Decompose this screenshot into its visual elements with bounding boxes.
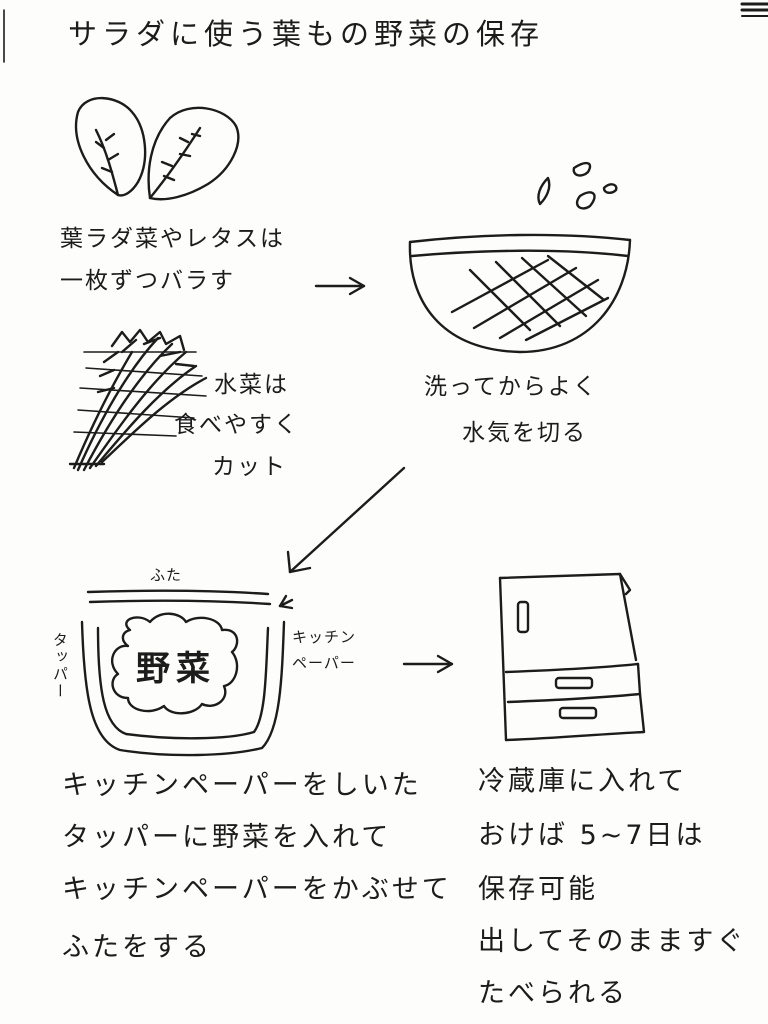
step5-line-1: 冷蔵庫に入れて <box>478 768 687 795</box>
step5-line-4: 出してそのまますぐ <box>478 928 746 955</box>
step3-line-1: 洗ってからよく <box>424 376 598 399</box>
page-title: サラダに使う葉もの野菜の保存 <box>68 20 544 49</box>
mizuna-bunch-icon <box>70 330 206 470</box>
step4-line-4: ふたをする <box>62 934 212 961</box>
arrow-down-left-icon <box>288 468 404 572</box>
step4-line-2: タッパーに野菜を入れて <box>62 824 391 851</box>
refrigerator-icon <box>500 574 644 740</box>
arrow-right-icon <box>404 656 452 672</box>
step5-line-2: おけば 5~7日は <box>478 822 706 849</box>
paper-label-line-2: ペーパー <box>292 656 356 671</box>
step5-line-5: たべられる <box>478 980 628 1007</box>
colander-bowl-icon <box>410 235 630 352</box>
step2-line-1: 水菜は <box>214 374 289 397</box>
lettuce-leaf-icon <box>76 98 238 199</box>
arrow-right-icon <box>316 278 364 294</box>
step5-line-3: 保存可能 <box>478 876 598 903</box>
step2-line-2: 食べやすく <box>174 414 299 437</box>
paper-label-line-1: キッチン <box>292 630 356 645</box>
step2-line-3: カット <box>212 456 287 479</box>
step3-line-2: 水気を切る <box>462 422 587 445</box>
step4-line-1: キッチンペーパーをしいた <box>62 772 422 799</box>
water-drops-icon <box>538 163 616 208</box>
step1-line-1: 葉ラダ菜やレタスは <box>60 228 285 251</box>
step4-line-3: キッチンペーパーをかぶせて <box>62 876 452 903</box>
container-side-label: タッパー <box>52 632 67 700</box>
vegetable-label: 野菜 <box>136 652 216 686</box>
step1-line-2: 一枚ずつバラす <box>60 270 235 293</box>
lid-label: ふた <box>150 568 182 583</box>
